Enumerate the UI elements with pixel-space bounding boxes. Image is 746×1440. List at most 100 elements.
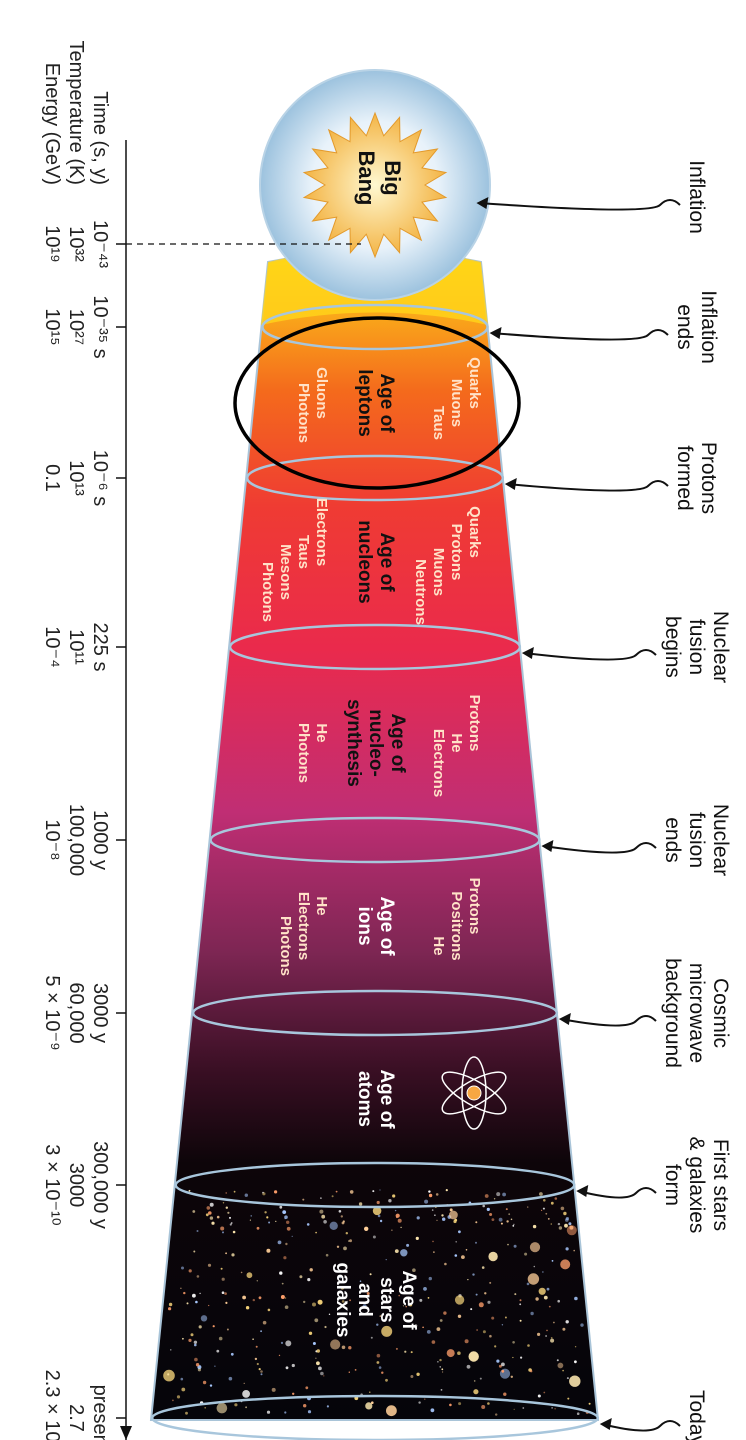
tick-label-temp: 10¹³: [65, 460, 87, 496]
tick-label-time: 225 s: [89, 623, 111, 672]
particle-label: Photons: [295, 383, 312, 443]
age-title: leptons: [354, 369, 375, 437]
event-arrowhead: [489, 327, 502, 339]
slice-ellipse: [228, 623, 522, 671]
particle-label: Quarks: [466, 506, 483, 558]
particle-label: Neutrons: [412, 559, 429, 625]
event-label: Protons: [697, 442, 720, 514]
event-arrow: [560, 1015, 657, 1027]
particle-label: Photons: [277, 916, 294, 976]
event-label: background: [661, 958, 684, 1068]
event-label: ends: [661, 817, 684, 863]
event-arrowhead: [476, 197, 489, 209]
particle-label: He: [430, 936, 447, 955]
tick-label-energy: 10¹⁹: [41, 225, 63, 262]
event-label: Inflation: [685, 160, 708, 234]
tick-label-time: 10⁻³⁵ s: [89, 295, 111, 358]
big-bang-label-line2: Bang: [354, 151, 379, 206]
particle-label: Quarks: [466, 357, 483, 409]
tick-label-energy: 2.3 × 10⁻¹³: [41, 1370, 63, 1440]
slice-ellipse: [174, 1161, 576, 1209]
particle-label: Taus: [430, 406, 447, 440]
particle-label: Protons: [466, 695, 483, 752]
age-title: galaxies: [332, 1263, 353, 1338]
event-arrowhead: [521, 647, 534, 659]
tick-label-time: 10⁻⁴³: [89, 220, 111, 268]
event-arrow: [578, 1187, 657, 1199]
particle-label: Muons: [430, 548, 447, 596]
particle-label: Muons: [448, 379, 465, 427]
event-label: ends: [673, 304, 696, 350]
slice-ellipse: [245, 454, 505, 502]
event-label: begins: [661, 616, 684, 678]
tick-label-temp: 10³²: [65, 226, 87, 262]
particle-label: Photons: [259, 562, 276, 622]
slice-ellipses: [150, 303, 600, 1440]
event-label: Nuclear: [709, 804, 732, 876]
particle-label: Electrons: [313, 498, 330, 566]
tick-label-energy: 3 × 10⁻¹⁰: [41, 1144, 63, 1225]
particle-label: Electrons: [430, 729, 447, 797]
particle-label: He: [313, 896, 330, 915]
event-arrowhead: [558, 1013, 571, 1025]
age-title: and: [354, 1283, 375, 1317]
tick-label-time: 300,000 y: [89, 1141, 111, 1229]
particle-label: He: [313, 723, 330, 742]
age-title: atoms: [354, 1071, 375, 1127]
tick-label-temp: 2.7: [65, 1404, 87, 1432]
event-arrowhead: [504, 478, 517, 490]
age-title: ions: [354, 906, 375, 945]
tick-label-time: 10⁻⁶ s: [89, 450, 111, 507]
time-axis-arrow: [120, 1426, 132, 1440]
tick-label-temp: 10²⁷: [65, 309, 87, 345]
tick-label-energy: 10⁻⁸: [41, 819, 63, 860]
tick-label-temp: 3000: [65, 1163, 87, 1208]
tick-label-time: 1000 y: [89, 810, 111, 870]
event-label: fusion: [685, 619, 708, 675]
tick-label-time: present: [89, 1385, 111, 1440]
event-arrow: [506, 480, 669, 492]
event-label: Nuclear: [709, 611, 732, 683]
age-title: Age of: [376, 373, 397, 433]
event-label: & galaxies: [685, 1137, 708, 1234]
axis-label-energy: Energy (GeV): [41, 63, 63, 185]
age-title: Age of: [376, 1069, 397, 1129]
tick-label-temp: 60,000: [65, 982, 87, 1043]
slice-ellipse: [261, 303, 489, 351]
tick-label-energy: 10¹⁵: [41, 308, 63, 345]
particle-label: Photons: [295, 723, 312, 783]
event-label: microwave: [685, 963, 708, 1063]
tick-label-time: 3000 y: [89, 983, 111, 1043]
event-label: formed: [673, 445, 696, 510]
galaxy-field: [163, 1189, 591, 1417]
age-title: nucleo-: [365, 709, 386, 777]
particle-label: He: [448, 733, 465, 752]
event-arrow: [601, 1420, 681, 1432]
age-title: Age of: [376, 532, 397, 592]
event-arrowhead: [541, 840, 554, 852]
particle-label: Electrons: [295, 892, 312, 960]
particle-label: Protons: [448, 524, 465, 581]
axis-label-time: Time (s, y): [89, 91, 111, 185]
big-bang: Big Bang: [259, 69, 491, 301]
event-label: First stars: [709, 1139, 732, 1231]
particle-label: Positrons: [448, 891, 465, 960]
tick-label-energy: 0.1: [41, 464, 63, 492]
big-bang-label-line1: Big: [380, 160, 405, 195]
particle-label: Protons: [466, 878, 483, 935]
axis-label-temperature: Temperature (K): [65, 41, 87, 186]
age-title: Age of: [376, 896, 397, 956]
event-arrow: [543, 842, 657, 854]
event-label: Today: [685, 1390, 708, 1440]
event-arrow: [523, 649, 657, 661]
tick-label-temp: 100,000: [65, 804, 87, 876]
particle-label: Mesons: [277, 544, 294, 600]
age-title: nucleons: [354, 520, 375, 603]
slice-ellipse: [209, 816, 541, 864]
age-title: stars: [376, 1277, 397, 1322]
axis-header: Time (s, y) Temperature (K) Energy (GeV): [41, 41, 111, 186]
